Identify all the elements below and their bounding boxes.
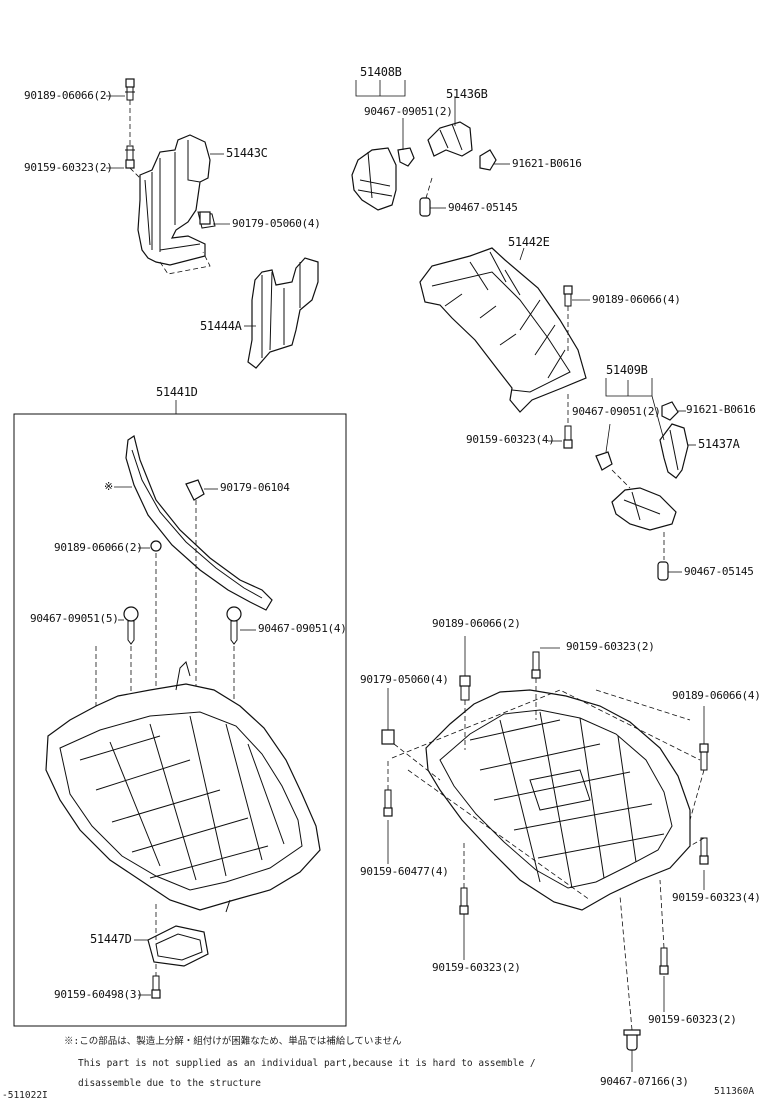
part-number-90189-06066-left: 90189-06066(2) [54, 541, 143, 554]
part-number-91621-b0616-top: 91621-B0616 [512, 157, 582, 170]
part-number-51443c: 51443C [226, 146, 268, 160]
nut-icon [661, 401, 679, 421]
part-number-90189-06066-mid: 90189-06066(4) [592, 293, 681, 306]
footer-left-code: -511022I [2, 1090, 48, 1101]
bracket-51409b-shape [611, 487, 677, 531]
star-mark: ※ [104, 480, 113, 493]
strip-part-shape [125, 435, 273, 611]
bolt-icon [531, 651, 541, 679]
part-number-90189-06066-top-left: 90189-06066(2) [24, 89, 113, 102]
part-number-51447d: 51447D [90, 932, 132, 946]
bolt-icon [699, 837, 709, 865]
nut-icon [199, 211, 211, 225]
bolt-icon [659, 947, 669, 975]
bolt-icon [459, 887, 469, 915]
bolt-icon [151, 975, 161, 999]
part-number-90467-09051-left-5: 90467-09051(5) [30, 612, 119, 625]
clip-icon [150, 540, 162, 552]
cover-51442e-shape [419, 247, 587, 413]
bolt-icon [459, 675, 471, 701]
screw-icon [226, 606, 242, 645]
bolt-icon [563, 425, 573, 449]
bracket-51437a-shape [659, 423, 689, 479]
bolt-icon [699, 743, 709, 771]
part-number-51444a: 51444A [200, 319, 242, 333]
part-number-51441d: 51441D [156, 385, 198, 399]
part-number-90159-60323-right-2a: 90159-60323(2) [566, 640, 655, 653]
clip-icon [595, 451, 613, 471]
part-number-90467-05145-mid: 90467-05145 [684, 565, 754, 578]
part-number-90467-09051-left-4: 90467-09051(4) [258, 622, 347, 635]
part-number-90159-60323-right-4: 90159-60323(4) [672, 891, 760, 904]
part-number-51437a: 51437A [698, 437, 740, 451]
under-cover-right-shape [425, 689, 691, 911]
part-number-90159-60323-mid: 90159-60323(4) [466, 433, 555, 446]
part-number-90159-60498: 90159-60498(3) [54, 988, 143, 1001]
cover-51443c-shape [137, 134, 216, 266]
clip-icon [657, 561, 669, 581]
part-number-90189-06066-right-4: 90189-06066(4) [672, 689, 760, 702]
part-number-51442e: 51442E [508, 235, 550, 249]
clip-icon [419, 197, 431, 217]
assembly-box-51441d [13, 413, 347, 1027]
bolt-icon [125, 78, 135, 101]
clip-icon [397, 147, 415, 167]
part-number-90467-07166: 90467-07166(3) [600, 1075, 689, 1088]
screw-icon [123, 606, 139, 645]
clip-icon [185, 479, 205, 501]
note-english-line2: disassemble due to the structure [78, 1078, 262, 1089]
part-number-90467-05145-top: 90467-05145 [448, 201, 518, 214]
bracket-51408b-shape [351, 147, 397, 211]
part-number-90159-60323-right-2b: 90159-60323(2) [432, 961, 521, 974]
part-number-90179-05060-right: 90179-05060(4) [360, 673, 449, 686]
part-number-90159-60323-top-left: 90159-60323(2) [24, 161, 113, 174]
nut-icon [479, 149, 497, 171]
bolt-icon [383, 789, 393, 817]
part-number-90467-09051-top: 90467-09051(2) [364, 105, 453, 118]
part-number-91621-b0616-mid: 91621-B0616 [686, 403, 756, 416]
bolt-icon [125, 145, 135, 169]
plate-51447d-shape [147, 925, 209, 967]
part-number-90467-09051-mid: 90467-09051(2) [572, 405, 661, 418]
part-number-90189-06066-right-2: 90189-06066(2) [432, 617, 521, 630]
under-cover-left-shape [45, 661, 321, 913]
nut-icon [381, 729, 395, 745]
part-number-51409b: 51409B [606, 363, 648, 377]
part-number-90179-06104: 90179-06104 [220, 481, 290, 494]
part-number-90159-60477: 90159-60477(4) [360, 865, 449, 878]
footer-right-code: 511360A [714, 1086, 755, 1097]
cover-51444a-shape [247, 257, 319, 369]
note-english-line1: This part is not supplied as an individu… [78, 1058, 536, 1069]
bolt-icon [563, 285, 573, 307]
part-number-51408b: 51408B [360, 65, 402, 79]
clip-icon [623, 1029, 641, 1051]
bracket-51436b-shape [427, 121, 473, 157]
part-number-51436b: 51436B [446, 87, 488, 101]
part-number-90159-60323-right-2c: 90159-60323(2) [648, 1013, 737, 1026]
note-japanese: ※:この部品は、製造上分解・組付けが困難なため、単品では補給していません [64, 1036, 402, 1047]
part-number-90179-05060-top: 90179-05060(4) [232, 217, 321, 230]
